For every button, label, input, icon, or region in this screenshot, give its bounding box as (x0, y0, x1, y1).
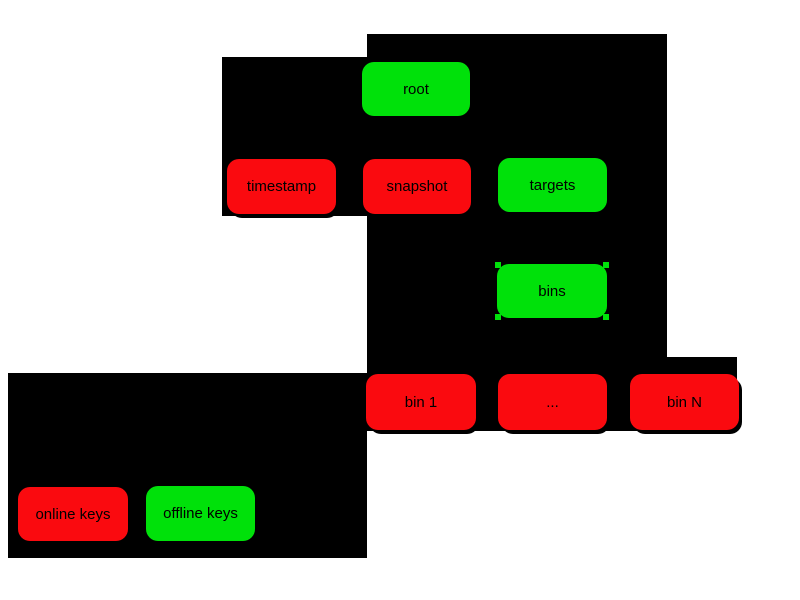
node-snapshot-label: snapshot (386, 178, 448, 195)
node-timestamp: timestamp (227, 159, 336, 214)
legend-online-keys: online keys (18, 487, 128, 541)
node-root: root (362, 62, 470, 116)
node-bin-n: bin N (630, 374, 739, 430)
node-bin-ellipsis: ... (498, 374, 607, 430)
legend-offline-keys: offline keys (146, 486, 255, 541)
node-bin-n-label: bin N (666, 393, 703, 411)
node-targets-label: targets (529, 176, 576, 194)
node-bin-1-label: bin 1 (404, 393, 438, 411)
node-root-label: root (403, 80, 429, 98)
legend-offline-keys-label: offline keys (163, 505, 238, 522)
node-targets: targets (498, 158, 607, 212)
selection-handle-icon (495, 314, 501, 320)
node-snapshot: snapshot (363, 159, 471, 214)
legend-online-keys-label: online keys (35, 505, 111, 523)
node-bin-ellipsis-label: ... (546, 393, 559, 411)
node-bins: bins (495, 262, 609, 320)
selection-handle-icon (603, 262, 609, 268)
selection-handle-icon (603, 314, 609, 320)
node-bins-label: bins (538, 282, 566, 300)
node-timestamp-label: timestamp (246, 178, 317, 195)
node-bin-1: bin 1 (366, 374, 476, 430)
selection-handle-icon (495, 262, 501, 268)
